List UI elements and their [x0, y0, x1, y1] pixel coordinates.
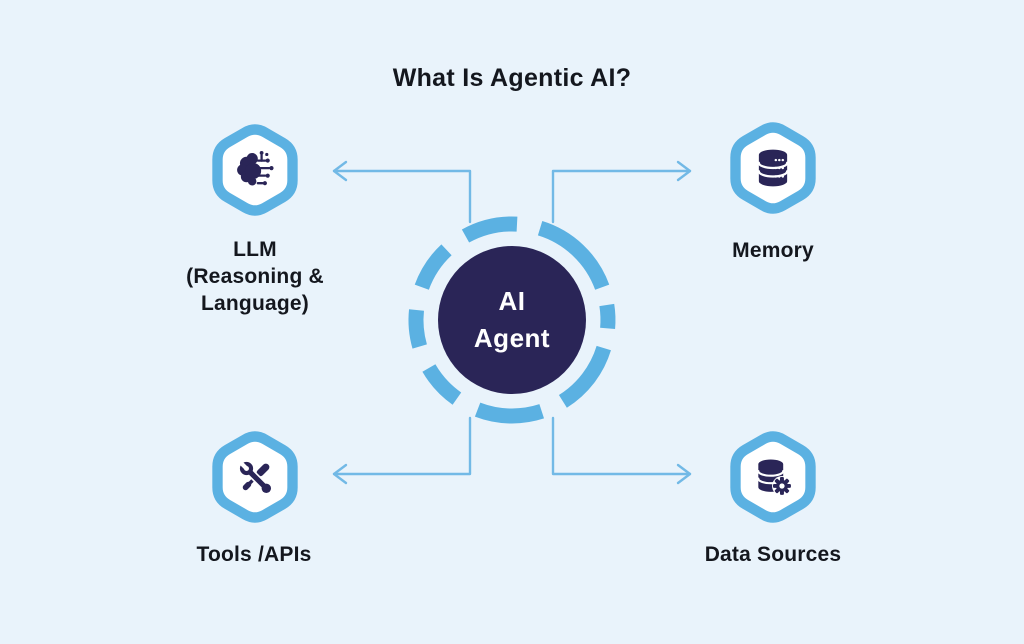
arrow-left-icon	[332, 160, 348, 182]
node-data-sources	[724, 427, 822, 527]
arrow-left-icon	[332, 463, 348, 485]
wrench-screwdriver-icon	[212, 431, 298, 523]
arrow-right-icon	[676, 463, 692, 485]
ai-agent-label-line1: AI	[498, 286, 526, 316]
label-llm: LLM (Reasoning & Language)	[148, 236, 362, 317]
connector-bottom-left	[332, 416, 472, 476]
label-llm-line1: LLM	[233, 238, 277, 261]
database-gear-icon	[730, 431, 816, 523]
node-memory	[724, 118, 822, 218]
label-llm-line3: Language)	[201, 292, 309, 315]
connector-top-left	[332, 169, 472, 224]
label-data-sources: Data Sources	[704, 543, 842, 566]
arrow-right-icon	[676, 160, 692, 182]
dashed-ring-segment	[422, 364, 462, 405]
node-tools	[206, 427, 304, 527]
ai-agent-label-line2: Agent	[473, 323, 551, 353]
dashed-ring-segment	[408, 309, 427, 349]
ai-agent-label: AI Agent	[432, 283, 592, 357]
label-memory: Memory	[732, 239, 814, 262]
brain-circuit-icon	[212, 124, 298, 216]
page-title: What Is Agentic AI?	[392, 64, 632, 92]
label-tools: Tools /APIs	[196, 543, 312, 566]
connector-top-right	[551, 169, 692, 224]
node-llm	[206, 120, 304, 220]
dashed-ring-segment	[474, 402, 545, 424]
dashed-ring-segment	[461, 216, 518, 243]
label-llm-line2: (Reasoning &	[186, 265, 324, 288]
dashed-ring-segment	[414, 244, 452, 290]
dashed-ring-segment	[537, 221, 610, 290]
connector-bottom-right	[551, 416, 692, 476]
database-icon	[730, 122, 816, 214]
dashed-ring-segment	[599, 303, 616, 330]
